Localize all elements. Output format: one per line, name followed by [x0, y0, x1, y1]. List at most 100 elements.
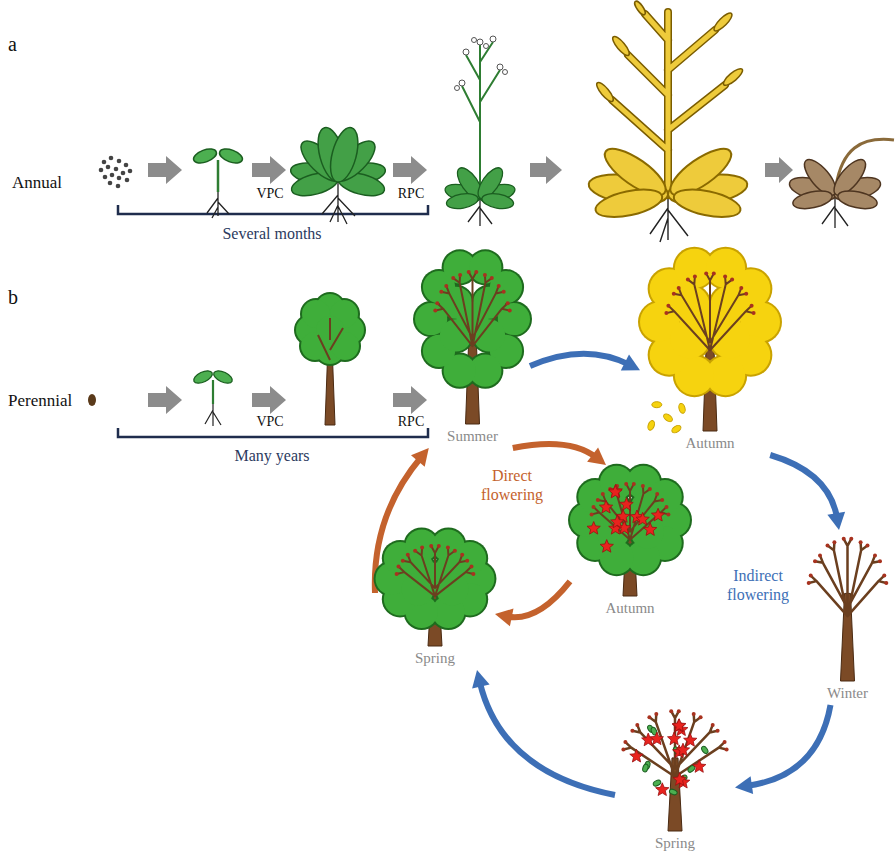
- tree-part: [502, 290, 506, 294]
- season-label: Spring: [655, 834, 695, 852]
- bracket: [118, 205, 428, 437]
- arrow-head: [472, 670, 490, 689]
- phase-label: RPC: [389, 186, 433, 203]
- season-label: Spring: [415, 649, 455, 667]
- tree-part: [723, 740, 727, 744]
- tree-part: [439, 290, 443, 294]
- falling-leaves: [647, 402, 687, 435]
- tree-part: [471, 572, 475, 576]
- tree-part: [636, 512, 649, 525]
- tree-part: [665, 505, 669, 509]
- tree-part: [497, 284, 501, 288]
- tree-part: [458, 273, 462, 277]
- tree-flowers: [587, 484, 665, 552]
- tree-part: [739, 286, 743, 290]
- season-tree: Autumn: [570, 465, 690, 620]
- tree-canopy-outline: [638, 247, 782, 397]
- season-tree: Winter: [805, 530, 890, 705]
- tree-part: [470, 565, 474, 569]
- phase-label: VPC: [248, 414, 292, 431]
- tree-illustration: [615, 705, 735, 831]
- tree-branches: [397, 546, 474, 596]
- tree-part: [401, 559, 405, 563]
- tree-buds: [621, 709, 728, 751]
- tree-part: [725, 748, 729, 752]
- young-tree: [294, 292, 366, 425]
- tree-flowers: [630, 719, 706, 796]
- tree-part: [882, 574, 886, 578]
- tree-canopy-outline: [374, 527, 497, 630]
- tree-part: [752, 311, 756, 315]
- tree-part: [832, 540, 836, 544]
- cycle-arrow: [495, 581, 570, 626]
- season-label: Autumn: [605, 599, 654, 617]
- phase-label: VPC: [248, 186, 292, 203]
- tree-part: [669, 709, 673, 713]
- tree-part: [677, 286, 681, 290]
- tree-buds: [807, 537, 889, 585]
- arrow-line: [530, 354, 629, 366]
- tree-part: [671, 424, 683, 434]
- panel-letter: a: [8, 32, 17, 56]
- tree-part: [621, 748, 625, 752]
- tree-branches: [809, 539, 887, 616]
- tree-part: [437, 544, 441, 548]
- tree-part: [692, 712, 696, 716]
- tree-part: [712, 272, 716, 276]
- tree-part: [429, 544, 433, 548]
- arrow-head: [587, 448, 606, 466]
- tree-part: [673, 773, 686, 786]
- tree-part: [609, 485, 622, 498]
- cycle-arrow: [530, 354, 640, 371]
- tree-part: [641, 484, 645, 488]
- tree-branches: [592, 484, 669, 540]
- tree-part: [807, 581, 811, 585]
- tree-part: [508, 309, 512, 313]
- tree-part: [711, 723, 715, 727]
- tree-part: [474, 270, 478, 274]
- tree-part: [453, 549, 457, 553]
- stage-arrows: [148, 156, 793, 414]
- tree-part: [842, 537, 846, 541]
- tree-part: [592, 505, 596, 509]
- tree-buds: [664, 272, 755, 316]
- tree-part: [420, 546, 424, 550]
- tree-part: [673, 719, 686, 732]
- tree-part: [444, 284, 448, 288]
- tree-part: [813, 559, 817, 563]
- tree-part: [652, 779, 661, 787]
- phase-label: RPC: [389, 414, 433, 431]
- tree-part: [686, 278, 690, 282]
- tree-part: [716, 729, 720, 733]
- tree-part: [704, 272, 708, 276]
- tree-buds: [433, 270, 511, 313]
- tree-part: [678, 403, 687, 414]
- tree-part: [730, 278, 734, 282]
- arrow-line: [770, 455, 837, 518]
- tree-canopy: [640, 249, 780, 395]
- tree-branches: [435, 272, 509, 346]
- tree-part: [666, 512, 670, 516]
- arrow-head: [827, 512, 845, 530]
- tree-part: [397, 565, 401, 569]
- tree-part: [483, 273, 487, 277]
- season-tree: Spring: [375, 530, 495, 670]
- tree-canopy: [376, 529, 495, 628]
- arrow-head: [411, 448, 429, 467]
- tree-part: [750, 304, 754, 308]
- tree-part: [700, 745, 709, 754]
- tree-part: [587, 522, 600, 535]
- tree-part: [884, 581, 888, 585]
- flowering-plant: [443, 36, 517, 226]
- tree-part: [624, 482, 628, 486]
- row-label: Annual: [12, 173, 62, 193]
- tree-part: [849, 537, 853, 541]
- tree-seed: [88, 394, 96, 406]
- tree-part: [677, 709, 681, 713]
- tree-part: [395, 572, 399, 576]
- tree-part: [650, 732, 663, 745]
- tree-part: [672, 292, 676, 296]
- season-tree: Spring: [615, 705, 735, 855]
- arrow-head: [735, 776, 753, 794]
